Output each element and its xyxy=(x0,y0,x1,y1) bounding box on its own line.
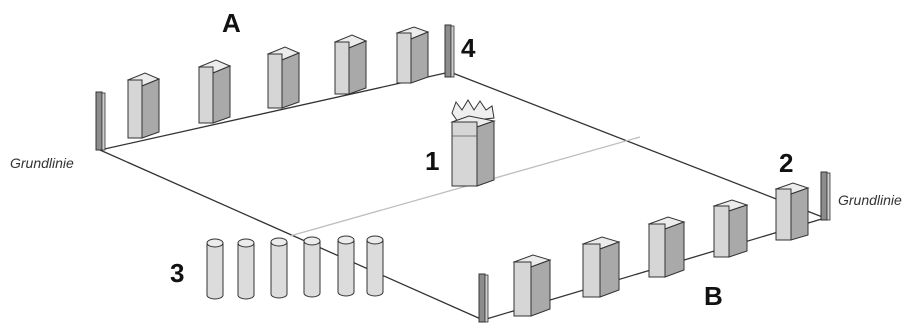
stick-2 xyxy=(237,238,255,300)
block-a-2 xyxy=(197,59,232,124)
block-b-4 xyxy=(712,199,749,258)
block-b-3 xyxy=(647,216,686,278)
block-a-3 xyxy=(266,46,301,109)
block-b-2 xyxy=(581,236,621,298)
block-a-1 xyxy=(126,72,161,139)
corner-stake-right xyxy=(820,171,831,221)
label-team-a: A xyxy=(222,8,241,38)
corner-stake-top xyxy=(444,24,455,78)
throwing-sticks xyxy=(206,235,384,300)
label-team-b: B xyxy=(704,281,723,311)
block-a-5 xyxy=(395,26,430,84)
label-king: 1 xyxy=(425,146,439,176)
stick-3 xyxy=(270,237,288,299)
baseline-a xyxy=(99,71,451,151)
king xyxy=(450,99,496,187)
block-b-5 xyxy=(774,182,810,241)
right-side-line xyxy=(449,71,826,219)
block-a-4 xyxy=(333,34,368,95)
block-b-1 xyxy=(512,254,552,317)
corner-stake-left xyxy=(95,91,106,151)
blocks-team-a xyxy=(126,26,430,139)
stick-4 xyxy=(303,236,321,298)
corner-stakes xyxy=(95,24,831,323)
label-baseline-left: Grundlinie xyxy=(10,155,74,171)
label-corner: 2 xyxy=(779,148,793,178)
stick-1 xyxy=(206,238,224,300)
label-corner-stake: 4 xyxy=(461,33,476,63)
corner-stake-bottom xyxy=(478,273,489,323)
label-throwing-sticks: 3 xyxy=(170,258,184,288)
blocks-team-b xyxy=(512,182,810,317)
stick-6 xyxy=(366,235,384,297)
label-baseline-right: Grundlinie xyxy=(838,192,902,208)
stick-5 xyxy=(337,235,355,297)
